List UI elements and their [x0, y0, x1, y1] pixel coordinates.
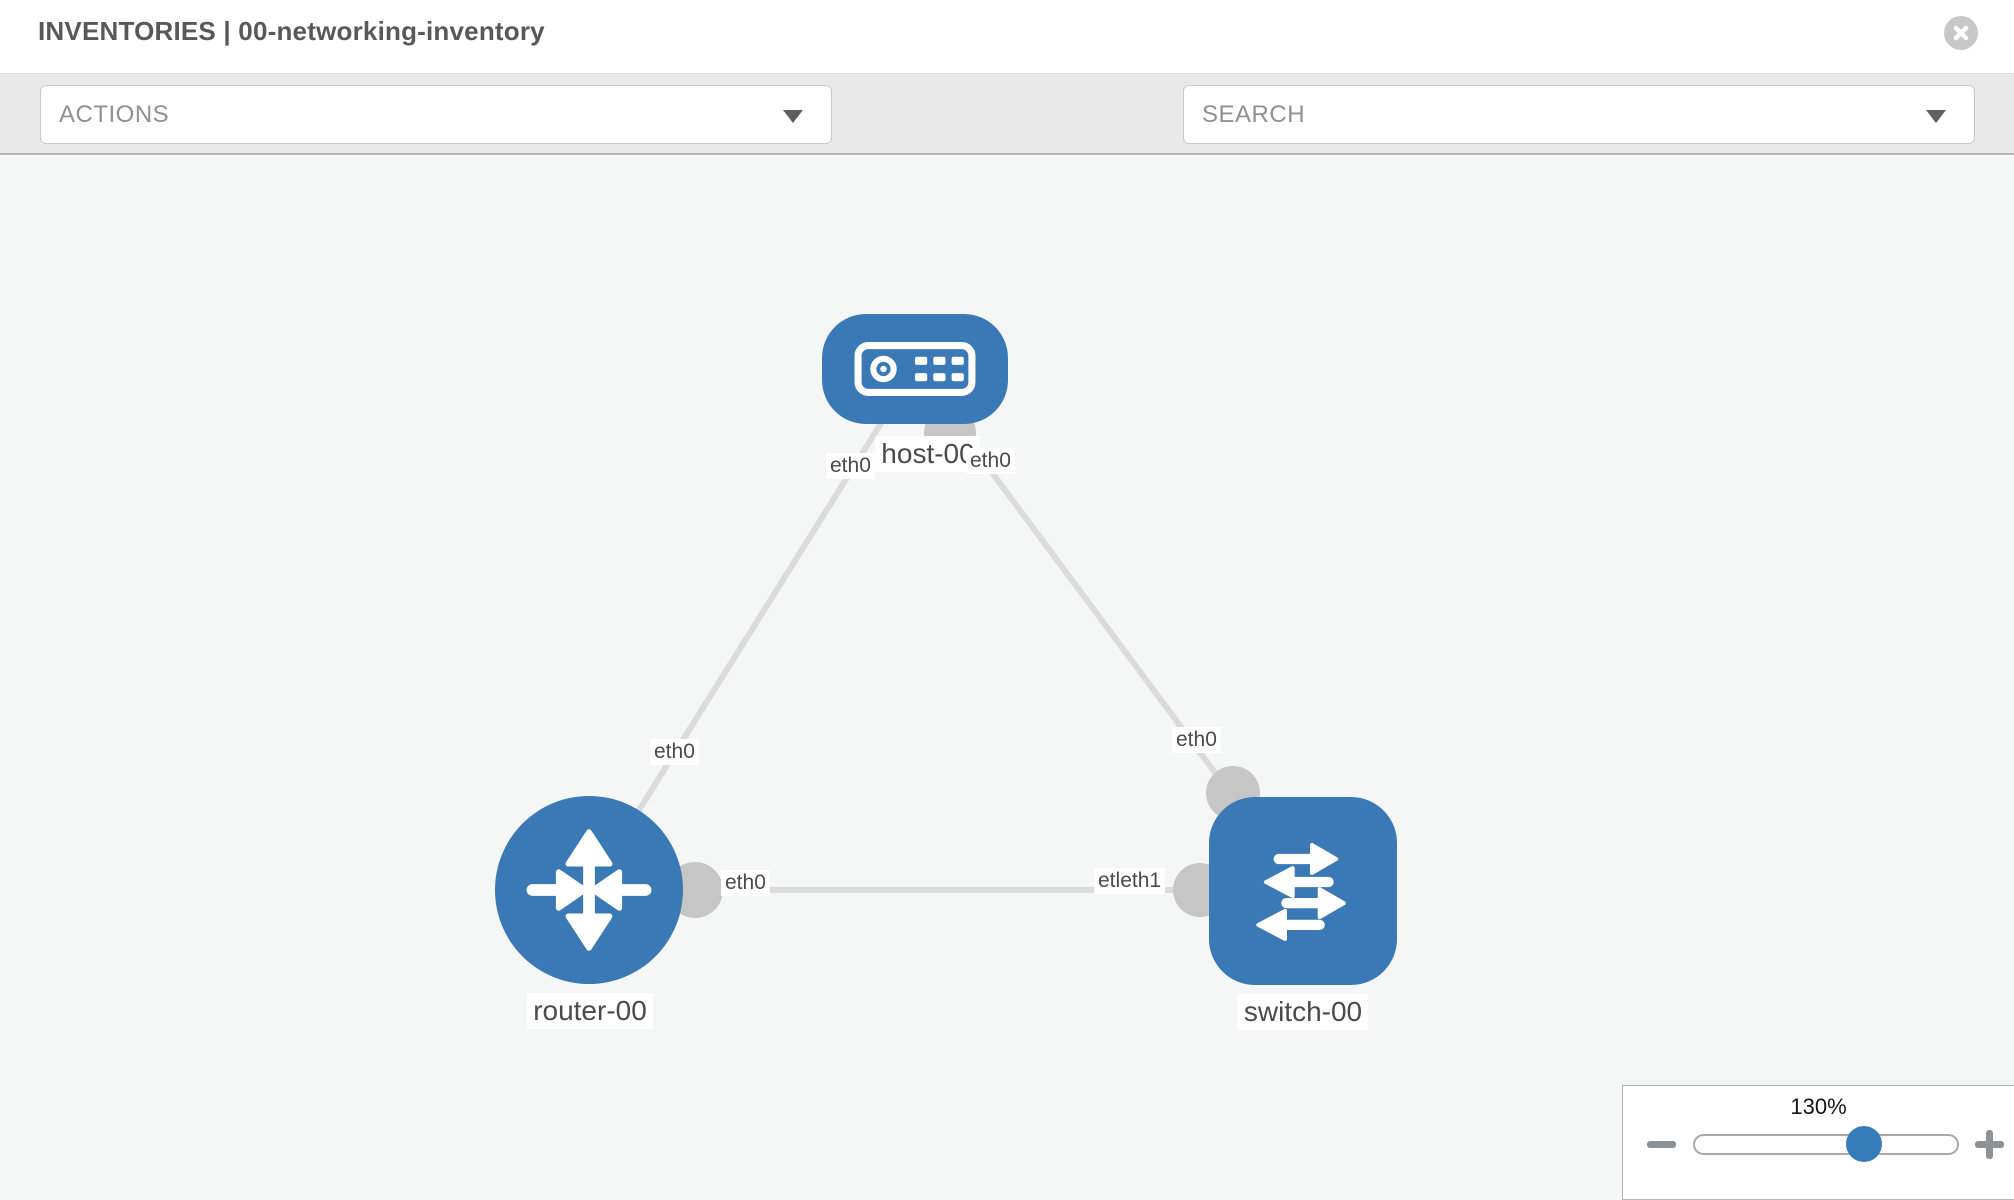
- actions-dropdown-label: ACTIONS: [59, 100, 170, 128]
- zoom-in-plus-icon[interactable]: [1975, 1130, 2004, 1159]
- chevron-down-icon: [783, 110, 803, 123]
- topology-canvas[interactable]: [0, 155, 2014, 1200]
- switch-icon: [1256, 843, 1346, 941]
- interface-label-overlap-fragment: etl: [1098, 869, 1121, 892]
- interface-label-eth1: eth1: [1120, 869, 1162, 892]
- toolbar: ACTIONS: [0, 73, 2014, 204]
- node-label-router-00: router-00: [527, 993, 653, 1029]
- page-title: INVENTORIES | 00-networking-inventory: [38, 16, 545, 46]
- interface-label-router-eth0: eth0: [721, 870, 770, 896]
- search-dropdown[interactable]: [1183, 85, 1975, 144]
- chevron-down-icon: [1926, 110, 1946, 123]
- interface-label-router-eth0: eth0: [650, 739, 699, 765]
- actions-dropdown[interactable]: ACTIONS: [40, 85, 832, 144]
- node-label-switch-00: switch-00: [1237, 994, 1369, 1030]
- zoom-slider-track[interactable]: [1693, 1134, 1959, 1155]
- close-button[interactable]: [1944, 16, 1978, 50]
- interface-label-switch-eth0: eth0: [1172, 727, 1221, 753]
- node-switch-00[interactable]: [1209, 797, 1397, 985]
- interface-label-host-eth0: eth0: [966, 448, 1015, 474]
- node-router-00[interactable]: [495, 796, 683, 984]
- zoom-control-panel: 130%: [1622, 1085, 2014, 1200]
- zoom-slider-knob[interactable]: [1846, 1126, 1882, 1162]
- node-host-00[interactable]: [822, 314, 1008, 424]
- node-label-host-00: host-00: [875, 436, 981, 472]
- search-input[interactable]: [1202, 100, 1882, 129]
- topology-links-layer: [586, 367, 1306, 918]
- header-bar: INVENTORIES | 00-networking-inventory: [0, 0, 2014, 73]
- host-icon: [854, 342, 976, 396]
- router-icon: [526, 829, 652, 951]
- interface-label-host-eth0: eth0: [826, 453, 875, 479]
- zoom-out-minus-icon[interactable]: [1647, 1141, 1676, 1148]
- interface-label-switch-eth1: etleth1: [1094, 868, 1166, 894]
- close-icon: [1953, 25, 1969, 41]
- zoom-level-value: 130%: [1790, 1094, 1847, 1119]
